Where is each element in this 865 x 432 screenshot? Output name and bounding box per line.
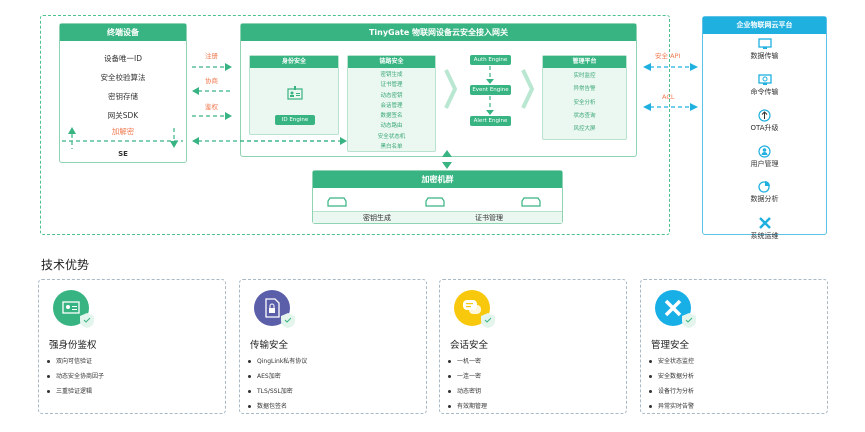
- card-item: 安全数据分析: [649, 371, 694, 386]
- mgmt-item: 风控大屏: [573, 126, 596, 133]
- link-item: 安全状态机: [377, 133, 406, 140]
- cloud-platform: 企业物联网云平台 数据传输 命令传输 OTA升级 用户管理 数据分析 系统运维: [702, 16, 827, 240]
- link-item: 会话管理: [380, 102, 403, 109]
- identity-security: 身份安全 ID Engine: [249, 55, 339, 135]
- identity-title: 身份安全: [250, 56, 338, 68]
- card-item: 双向可信验证: [47, 356, 104, 371]
- management-platform: 管理平台 实时监控 异常告警 安全分析 状态查询 风控大屏: [542, 55, 627, 140]
- card-item: 动态密钥: [448, 386, 487, 401]
- negotiate-label: 协商: [205, 77, 218, 85]
- card-item: AES加密: [248, 371, 307, 386]
- hsm-title: 加密机群: [313, 171, 562, 188]
- terminal-device-box: 终端设备 设备唯一ID 安全校验算法 密钥存储 网关SDK 加解密 SE: [59, 23, 187, 163]
- monitor-chart-icon: [757, 38, 772, 49]
- card-item: 一连一密: [448, 371, 487, 386]
- card-item: 异常实时告警: [649, 401, 694, 416]
- alert-engine: Alert Engine: [470, 116, 511, 126]
- card-item: 一机一密: [448, 356, 487, 371]
- shield-check-icon: [481, 313, 495, 328]
- link-title: 链路安全: [348, 56, 435, 68]
- card-item: 动态安全协商因子: [47, 371, 104, 386]
- upload-circle-icon: [758, 109, 771, 122]
- monitor-cloud-icon: [757, 73, 772, 85]
- advantages-title: 技术优势: [41, 258, 90, 272]
- card-item: 有效期管理: [448, 401, 487, 416]
- device-item: 设备唯一ID: [104, 54, 142, 63]
- card-item: 三重验证逻辑: [47, 386, 104, 401]
- shield-check-icon: [682, 313, 696, 328]
- cloud-item-command: 命令传输: [703, 73, 826, 106]
- mgmt-title: 管理平台: [543, 56, 626, 68]
- gateway-title: TinyGate 物联网设备云安全接入网关: [241, 24, 636, 41]
- mgmt-item: 实时监控: [573, 73, 596, 79]
- se-label: SE: [118, 150, 128, 158]
- cloud-item-data: 数据传输: [703, 38, 826, 70]
- mgmt-item: 状态查询: [573, 112, 596, 119]
- card-title: 会话安全: [450, 340, 489, 351]
- card-title: 强身份鉴权: [49, 340, 97, 351]
- card-item: 设备行为分析: [649, 386, 694, 401]
- cloud-item-ota: OTA升级: [703, 109, 826, 141]
- card-item: TLS/SSL加密: [248, 386, 307, 401]
- card-item: 安全状态监控: [649, 356, 694, 371]
- mgmt-item: 异常告警: [573, 86, 596, 93]
- card-title: 管理安全: [651, 340, 690, 351]
- shield-check-icon: [281, 313, 295, 328]
- auth-engine: Auth Engine: [470, 55, 511, 65]
- id-engine: ID Engine: [275, 115, 315, 125]
- device-item: 密钥存储: [108, 92, 138, 101]
- acl-label: ACL: [662, 93, 675, 101]
- register-label: 注册: [205, 52, 218, 60]
- card-session: 会话安全 一机一密一连一密动态密钥有效期管理: [439, 279, 627, 414]
- link-item: 黑白名单: [380, 144, 403, 151]
- mgmt-item: 安全分析: [573, 99, 596, 106]
- link-item: 动态路由: [380, 123, 403, 130]
- card-management: 管理安全 安全状态监控安全数据分析设备行为分析异常实时告警: [640, 279, 828, 414]
- link-item: 动态密钥: [380, 92, 403, 99]
- hsm-cluster: 加密机群 密钥生成 证书管理: [312, 170, 563, 224]
- hsm-item: 证书管理: [475, 214, 503, 222]
- device-item: 网关SDK: [107, 111, 139, 120]
- link-item: 证书管理: [380, 82, 403, 89]
- device-item: 安全校验算法: [100, 73, 146, 82]
- cloud-item-analytics: 数据分析: [703, 180, 826, 212]
- crypto-label: 加解密: [111, 127, 135, 136]
- device-title: 终端设备: [60, 24, 186, 41]
- tools-icon: [758, 216, 771, 229]
- cloud-item-ops: 系统运维: [703, 216, 826, 248]
- id-card-icon: [287, 86, 303, 100]
- card-title: 传输安全: [250, 340, 289, 351]
- card-item: 数据包签名: [248, 401, 307, 416]
- pie-chart-icon: [758, 181, 770, 193]
- cloud-title: 企业物联网云平台: [703, 17, 826, 34]
- link-item: 密钥生成: [380, 72, 403, 78]
- cloud-item-users: 用户管理: [703, 144, 826, 177]
- auth-label: 鉴权: [205, 103, 218, 111]
- shield-check-icon: [80, 313, 94, 328]
- card-item: QingLink私有协议: [248, 356, 307, 371]
- user-circle-icon: [758, 144, 771, 158]
- link-item: 数据签名: [380, 113, 403, 120]
- api-label: 安全 API: [655, 52, 681, 60]
- card-identity: 强身份鉴权 双向可信验证动态安全协商因子三重验证逻辑: [38, 279, 226, 414]
- link-security: 链路安全 密钥生成 证书管理 动态密钥 会话管理 数据签名 动态路由 安全状态机…: [347, 55, 436, 152]
- system-boundary: [40, 15, 670, 235]
- event-engine: Event Engine: [470, 85, 511, 95]
- hsm-item: 密钥生成: [363, 214, 391, 222]
